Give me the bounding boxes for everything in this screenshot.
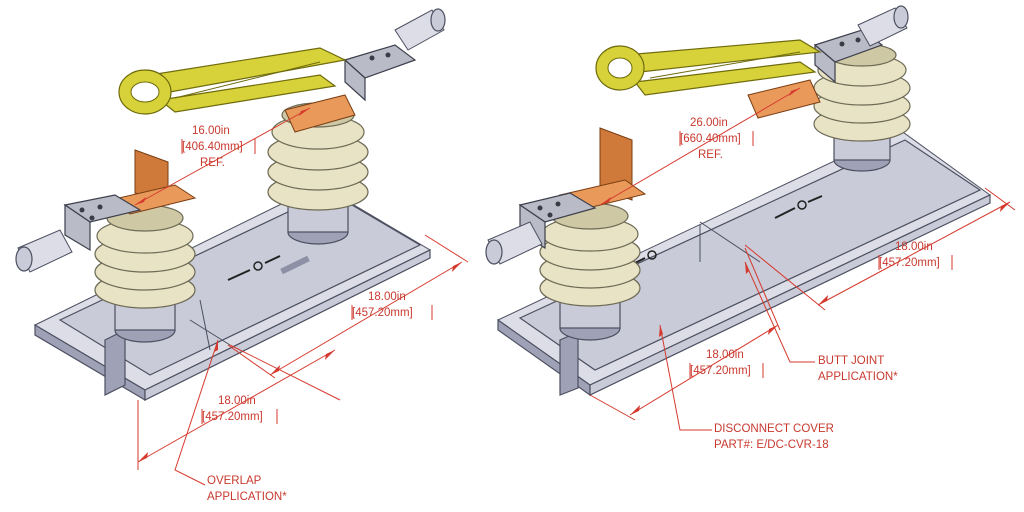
right-insulator-back <box>813 43 911 172</box>
left-insulator-front <box>94 204 196 343</box>
left-right-inch: 18.00in <box>368 291 406 303</box>
right-base-channel <box>497 129 991 397</box>
right-ref-mm: [660.40mm] <box>680 133 741 145</box>
left-clamp-front <box>63 194 142 252</box>
left-ref-inch: 16.00in <box>192 125 230 137</box>
left-copper-terminal-back <box>284 94 356 133</box>
right-bottom-mm: [457.20mm] <box>690 365 751 377</box>
right-switch-arm <box>595 39 822 96</box>
left-clamp-back <box>343 8 446 102</box>
right-right-inch: 18.00in <box>895 241 933 253</box>
cover-label-line1: DISCONNECT COVER <box>714 423 834 435</box>
left-channel-marking <box>227 255 281 281</box>
left-end-cylinder <box>15 229 73 273</box>
right-copper-terminal-back <box>747 79 821 119</box>
right-right-dimension: 18.00in [457.20mm] <box>744 187 1016 311</box>
cover-label-line2: PART#: E/DC-CVR-18 <box>714 439 829 451</box>
right-disconnect-cover-callout: DISCONNECT COVER PART#: E/DC-CVR-18 <box>659 324 834 451</box>
butt-joint-line2: APPLICATION* <box>818 371 898 383</box>
right-insulator-front <box>539 202 641 341</box>
left-ref-label: REF. <box>200 157 225 169</box>
right-ref-label: REF. <box>698 149 723 161</box>
overlap-label-line1: OVERLAP <box>207 475 262 487</box>
left-right-dimension: 18.00in [457.20mm] <box>227 234 469 379</box>
left-ref-dimension: 16.00in [406.40mm] REF. <box>134 107 311 206</box>
butt-joint-line1: BUTT JOINT <box>818 355 884 367</box>
left-switch-arm <box>118 47 347 115</box>
overlap-label-line2: APPLICATION* <box>207 491 287 503</box>
right-ref-dimension: 26.00in [660.40mm] REF. <box>599 87 801 206</box>
right-bottom-dimension: 18.00in [457.20mm] <box>589 247 781 421</box>
right-channel-marking-2 <box>774 195 823 219</box>
left-right-mm: [457.20mm] <box>352 307 413 319</box>
left-ref-mm: [406.40mm] <box>182 141 243 153</box>
left-bottom-mm: [457.20mm] <box>202 411 263 423</box>
left-insulator-back <box>267 102 369 245</box>
left-assembly: 16.00in [406.40mm] REF. 18.00in [457.20m… <box>15 8 469 503</box>
left-overlap-callout: OVERLAP APPLICATION* <box>174 339 287 503</box>
right-end-cylinder <box>485 221 543 265</box>
right-clamp-back <box>813 5 909 84</box>
right-assembly: 26.00in [660.40mm] REF. 18.00in [457.20m… <box>485 5 1016 451</box>
right-ref-inch: 26.00in <box>690 117 728 129</box>
left-bottom-inch: 18.00in <box>218 395 256 407</box>
right-right-mm: [457.20mm] <box>879 257 940 269</box>
right-butt-joint-callout: BUTT JOINT APPLICATION* <box>744 261 898 383</box>
right-bottom-inch: 18.00in <box>706 349 744 361</box>
left-bottom-dimension: 18.00in [457.20mm] <box>137 344 341 470</box>
